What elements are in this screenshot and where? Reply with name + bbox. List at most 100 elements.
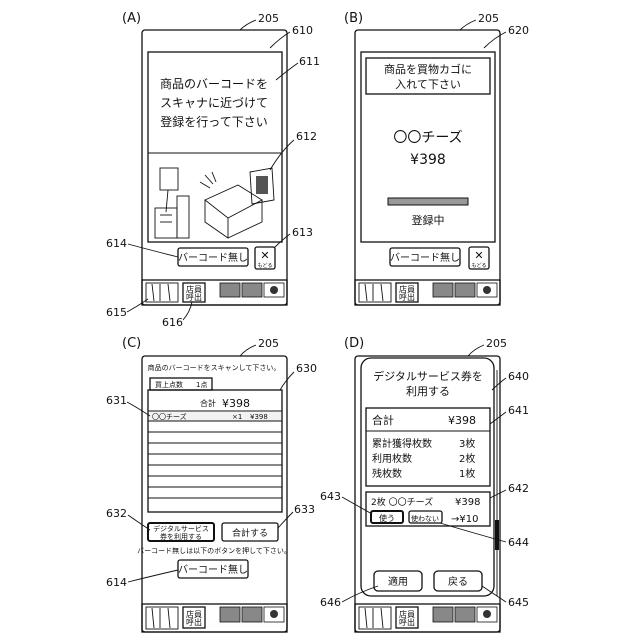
panel-a-message-line-3: 登録を行って下さい [160, 114, 267, 129]
panel-d-use-button-label: 使う [379, 513, 395, 523]
panel-c-total-value: ¥398 [222, 397, 250, 410]
panel-c-instruction: 商品のバーコードをスキャンして下さい。 [148, 363, 281, 372]
panel-a-ref-staff-call: 616 [162, 316, 183, 329]
panel-b-ref-device: 205 [478, 12, 499, 25]
panel-c-staff-call-line-2: 呼出 [186, 617, 202, 627]
panel-a-close-label: もどる [258, 262, 273, 269]
panel-a-message-line-2: スキャナに近づけて [160, 96, 268, 110]
panel-c-leader-list [127, 402, 150, 416]
panel-b-ref-screen: 620 [508, 24, 529, 37]
panel-a-taskbar-flag-icons [220, 283, 284, 297]
panel-d-ref-apply-button: 646 [320, 596, 341, 609]
panel-c-tab-label: 買上点数 [155, 380, 183, 389]
panel-c-ref-no-barcode: 614 [106, 576, 127, 589]
panel-c-taskbar-flag-icons [220, 607, 284, 622]
panel-c-no-barcode-hint: バーコード無しは以下のボタンを押して下さい。 [137, 546, 291, 555]
panel-c-leader-no-barcode [128, 570, 178, 582]
panel-a-ref-illustration: 612 [296, 130, 317, 143]
panel-c-digital-service-line-1: デジタルサービス [153, 524, 209, 533]
panel-c-ref-list: 631 [106, 394, 127, 407]
panel-a-ref-screen: 610 [292, 24, 313, 37]
panel-d-item-price: ¥398 [455, 497, 480, 508]
panel-a: (A) 205 610 商品のバーコードを スキャナに近づけて 登録を行って下さ… [106, 11, 320, 329]
panel-d-taskbar-photo-icon [359, 607, 391, 629]
panel-d-back-button-label: 戻る [448, 575, 468, 588]
panel-d-stat-value-2: 2枚 [459, 452, 475, 465]
panel-d-stat-label-1: 累計獲得枚数 [372, 437, 432, 450]
panel-d-stat-label-2: 利用枚数 [372, 452, 412, 465]
panel-d-ref-not-use-button: 644 [508, 536, 529, 549]
panel-c-item-list: 〇〇チーズ ×1 ¥398 [148, 412, 282, 498]
panel-b-taskbar-flag-icons [433, 283, 497, 297]
panel-d-title-line-2: 利用する [406, 385, 450, 398]
panel-a-no-barcode-button-label: バーコード無し [178, 251, 248, 264]
panel-d-ref-use-button: 643 [320, 490, 341, 503]
panel-c-item-price: ¥398 [250, 413, 268, 421]
panel-d-taskbar-flag-icons [433, 607, 497, 622]
panel-b-progress-bar [388, 198, 468, 205]
panel-c-ref-total-button: 633 [294, 503, 315, 516]
panel-c-digital-service-line-2: 券を利用する [160, 532, 202, 541]
panel-a-ref-device: 205 [258, 12, 279, 25]
panel-b-label: (B) [344, 11, 363, 26]
panel-c-ref-digital-button: 632 [106, 507, 127, 520]
panel-d-total-value: ¥398 [448, 414, 476, 427]
panel-b-close-label: もどる [472, 262, 487, 269]
panel-b: (B) 205 620 商品を買物カゴに 入れて下さい 〇〇チーズ ¥398 登… [344, 11, 529, 305]
panel-d: (D) 205 デジタルサービス券を 利用する 640 合計 ¥398 累計獲得… [320, 336, 529, 632]
panel-a-label: (A) [122, 11, 141, 26]
panel-a-ref-taskbar: 615 [106, 306, 127, 319]
panel-c-screen [148, 390, 282, 512]
panel-d-ref-item: 642 [508, 482, 529, 495]
panel-c-taskbar-photo-icon [146, 607, 178, 629]
panel-d-ref-device: 205 [486, 337, 507, 350]
panel-d-stat-label-3: 残枚数 [372, 467, 402, 480]
panel-c: (C) 205 商品のバーコードをスキャンして下さい。 買上点数 1点 630 … [106, 336, 317, 632]
panel-d-discount: →¥10 [451, 514, 478, 525]
panel-d-stat-value-3: 1枚 [459, 467, 475, 480]
panel-a-message-line-1: 商品のバーコードを [160, 76, 268, 91]
panel-d-not-use-button-label: 使わない [411, 514, 439, 523]
panel-b-leader-device [460, 20, 476, 30]
panel-d-item-line: 2枚 〇〇チーズ [371, 496, 433, 508]
panel-a-ref-close: 613 [292, 226, 313, 239]
panel-c-ref-device: 205 [258, 337, 279, 350]
panel-c-device-frame [142, 356, 287, 632]
panel-c-leader-device [240, 345, 256, 356]
panel-b-close-icon: ✕ [474, 249, 483, 262]
panel-d-apply-button-label: 適用 [388, 575, 408, 588]
panel-a-taskbar-photo-icon [146, 283, 178, 302]
panel-a-ref-no-barcode: 614 [106, 237, 127, 250]
panel-c-total-label: 合計 [200, 398, 216, 408]
panel-b-product-name: 〇〇チーズ [393, 130, 462, 146]
panel-a-leader-device [240, 20, 256, 30]
panel-c-leader-total-button [278, 512, 293, 528]
panel-b-staff-call-line-2: 呼出 [399, 292, 415, 302]
panel-d-ref-dialog: 640 [508, 370, 529, 383]
scanner-illustration-icon [155, 168, 274, 238]
panel-d-leader-device [468, 345, 484, 356]
panel-c-no-barcode-button-label: バーコード無し [178, 563, 248, 576]
panel-a-close-icon: ✕ [260, 249, 269, 262]
panel-a-staff-call-line-2: 呼出 [186, 292, 202, 302]
panel-d-title-line-1: デジタルサービス券を [373, 369, 483, 383]
panel-b-status: 登録中 [412, 213, 445, 227]
panel-b-message-line-1: 商品を買物カゴに [384, 62, 472, 76]
panel-c-leader-digital-button [128, 515, 150, 530]
panel-c-total-button-label: 合計する [232, 527, 268, 539]
panel-d-total-label: 合計 [372, 413, 394, 427]
panel-d-ref-summary: 641 [508, 404, 529, 417]
panel-d-scrollbar[interactable] [495, 520, 499, 550]
panel-c-ref-screen: 630 [296, 362, 317, 375]
panel-a-leader-no-barcode [128, 244, 178, 257]
panel-d-ref-back-button: 645 [508, 596, 529, 609]
panel-b-no-barcode-button-label: バーコード無し [390, 251, 460, 264]
panel-a-ref-message: 611 [299, 55, 320, 68]
panel-b-leader-screen [484, 32, 506, 48]
panel-d-stat-value-1: 3枚 [459, 437, 475, 450]
panel-d-staff-call-line-2: 呼出 [399, 617, 415, 627]
panel-b-message-line-2: 入れて下さい [395, 78, 461, 91]
panel-b-price: ¥398 [410, 152, 446, 168]
panel-c-tab-count: 1点 [196, 381, 207, 389]
